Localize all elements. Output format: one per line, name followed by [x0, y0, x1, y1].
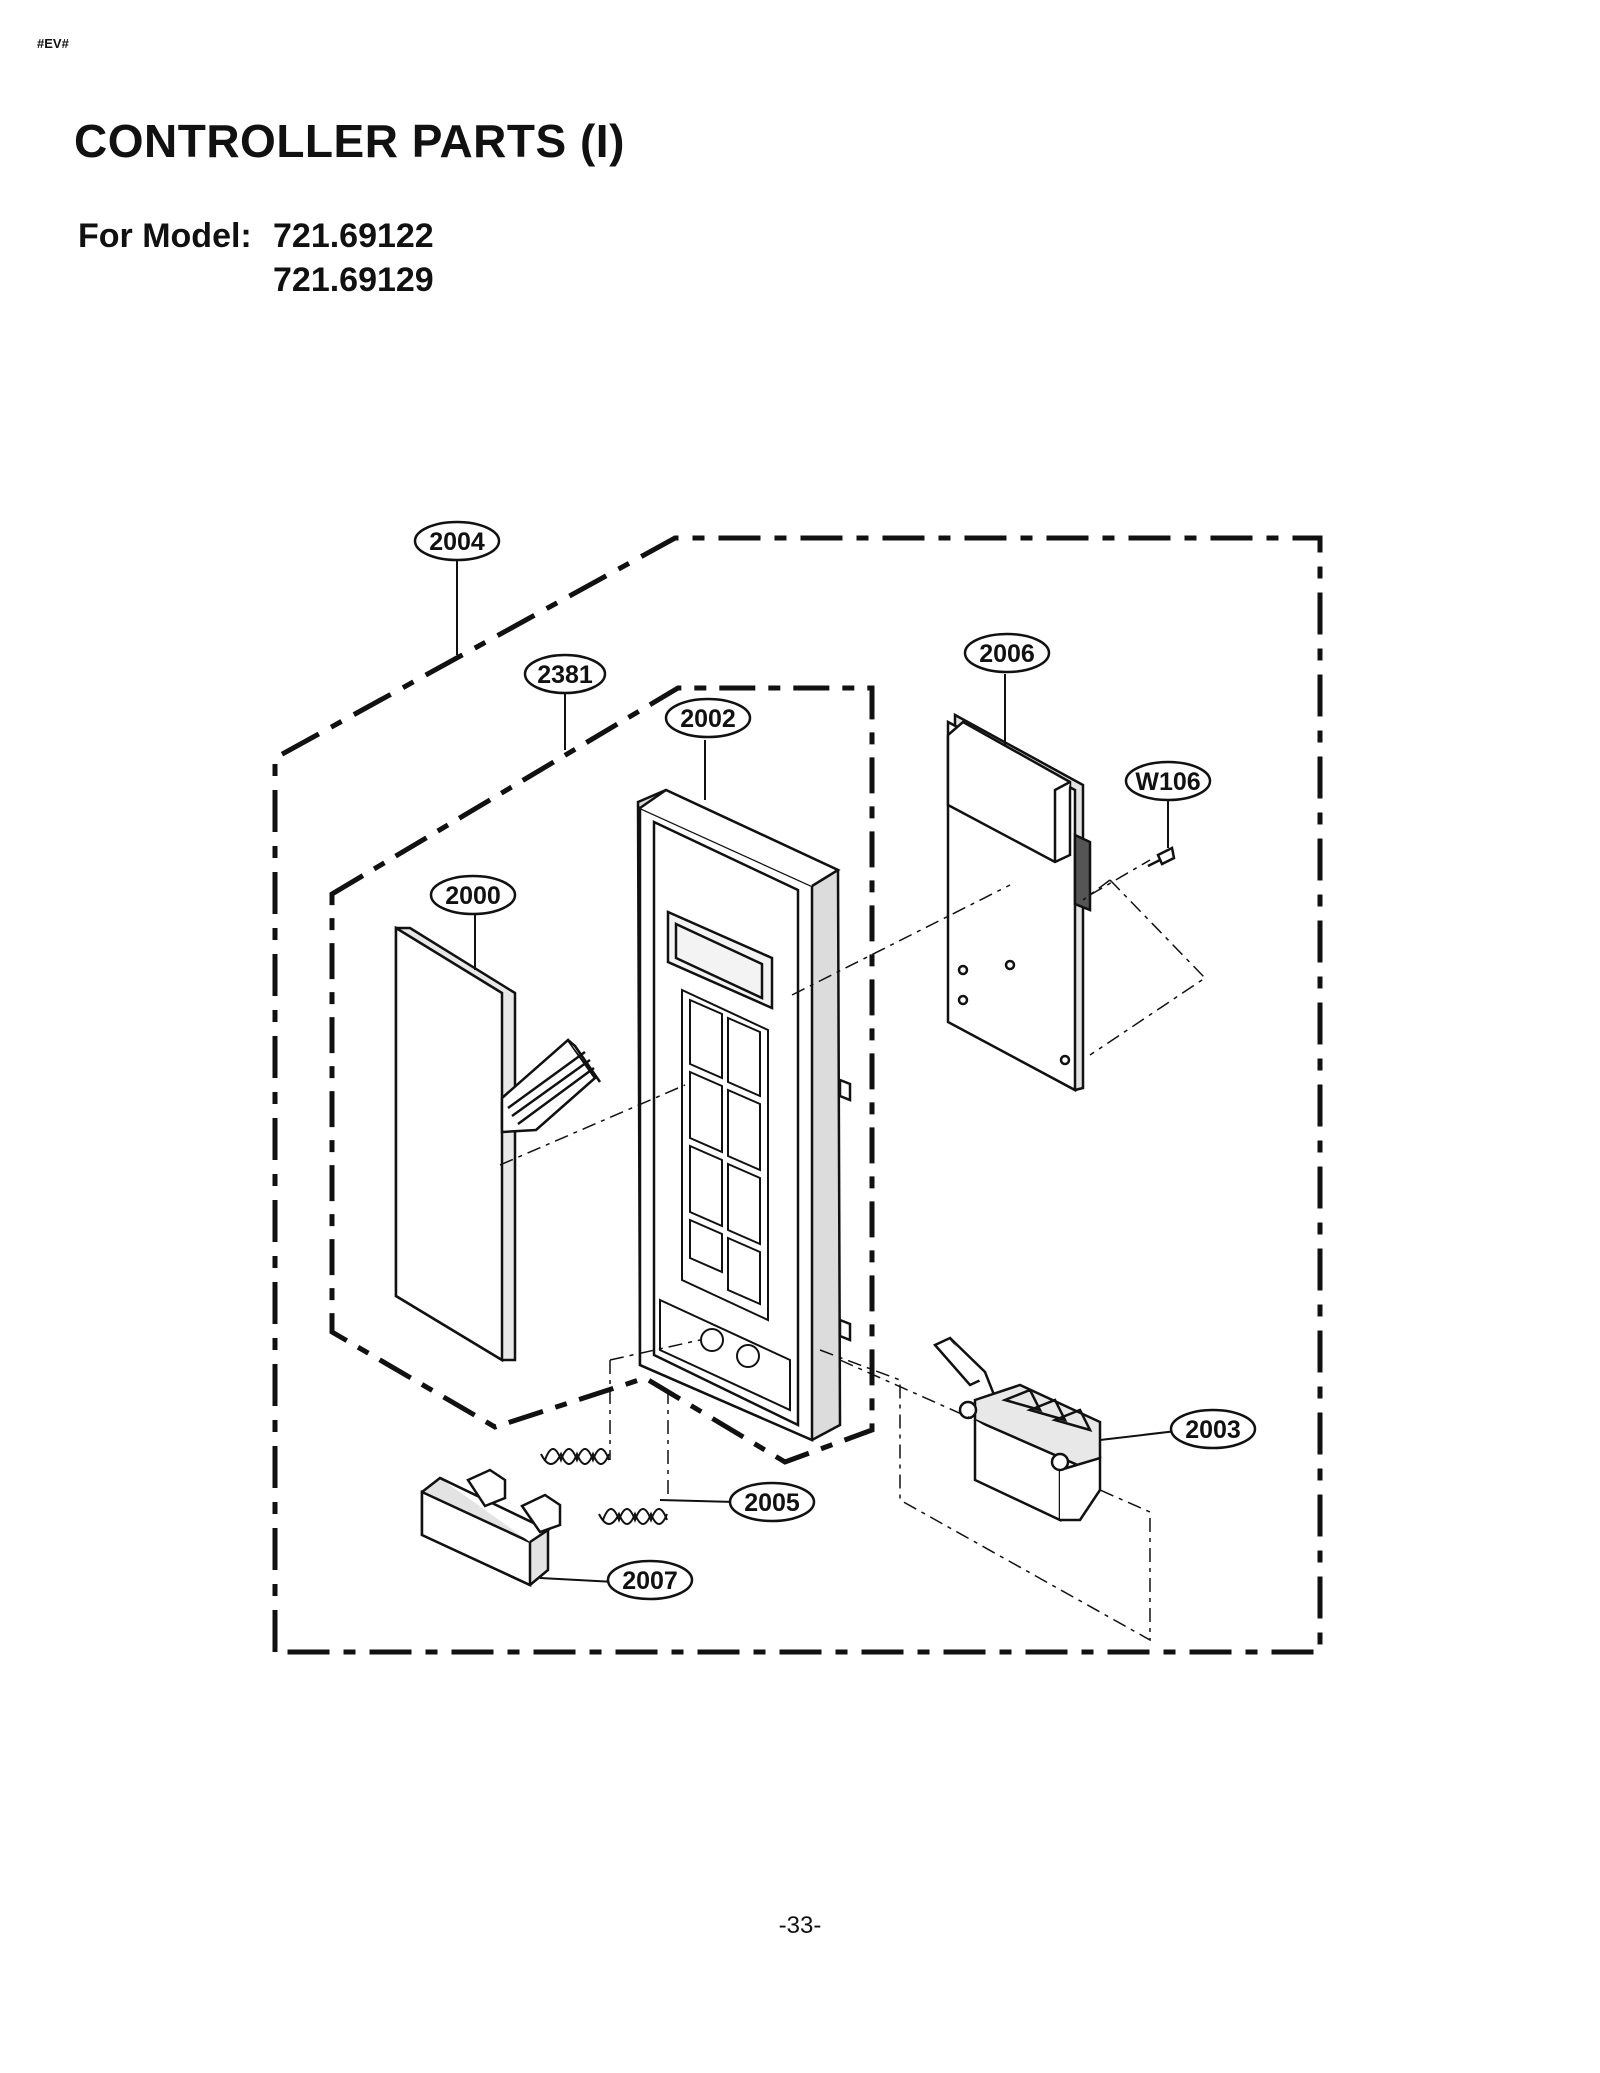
callout-label: 2006 — [979, 640, 1035, 668]
assembly-boundary-2381 — [329, 685, 875, 1465]
model-number: 721.69122 — [273, 217, 434, 255]
part-2005-springs — [540, 1448, 668, 1525]
assembly-boundary-2004 — [272, 535, 1323, 1655]
callout-label: W106 — [1135, 768, 1200, 796]
assembly-guide-lines — [499, 859, 1207, 1642]
callout-2002: 2002 — [664, 697, 752, 739]
page-number: -33- — [778, 1912, 822, 1939]
callout-2004: 2004 — [413, 520, 501, 562]
model-label: For Model: — [78, 217, 252, 255]
callout-2381: 2381 — [523, 653, 607, 695]
callout-W106: W106 — [1124, 760, 1212, 802]
callout-label: 2381 — [537, 661, 593, 689]
callout-2000: 2000 — [429, 874, 517, 916]
part-2003-latch — [932, 1336, 1102, 1522]
document-tag: #EV# — [37, 36, 69, 51]
callout-2006: 2006 — [963, 632, 1051, 674]
callout-label: 2003 — [1185, 1416, 1241, 1444]
part-2002-control-frame — [636, 788, 852, 1442]
callout-group: 2004 2381 2002 2006 W106 2000 2003 2005 — [413, 520, 1257, 1601]
callout-2005: 2005 — [728, 1481, 816, 1523]
part-W106-screw — [1147, 846, 1176, 868]
callout-leaders — [456, 560, 1186, 1583]
callout-label: 2007 — [622, 1567, 678, 1595]
part-2007-button — [420, 1468, 562, 1587]
callout-label: 2002 — [680, 705, 736, 733]
callout-label: 2004 — [429, 528, 485, 556]
callout-label: 2005 — [744, 1489, 800, 1517]
model-number: 721.69129 — [273, 261, 434, 299]
part-2006-pcb — [946, 712, 1092, 1093]
model-list: For Model: 721.69122 721.69129 — [78, 214, 434, 302]
part-2000-film — [394, 925, 602, 1363]
callout-2007: 2007 — [606, 1559, 694, 1601]
callout-2003: 2003 — [1169, 1408, 1257, 1450]
page-title: CONTROLLER PARTS (I) — [74, 115, 625, 167]
callout-label: 2000 — [445, 882, 501, 910]
